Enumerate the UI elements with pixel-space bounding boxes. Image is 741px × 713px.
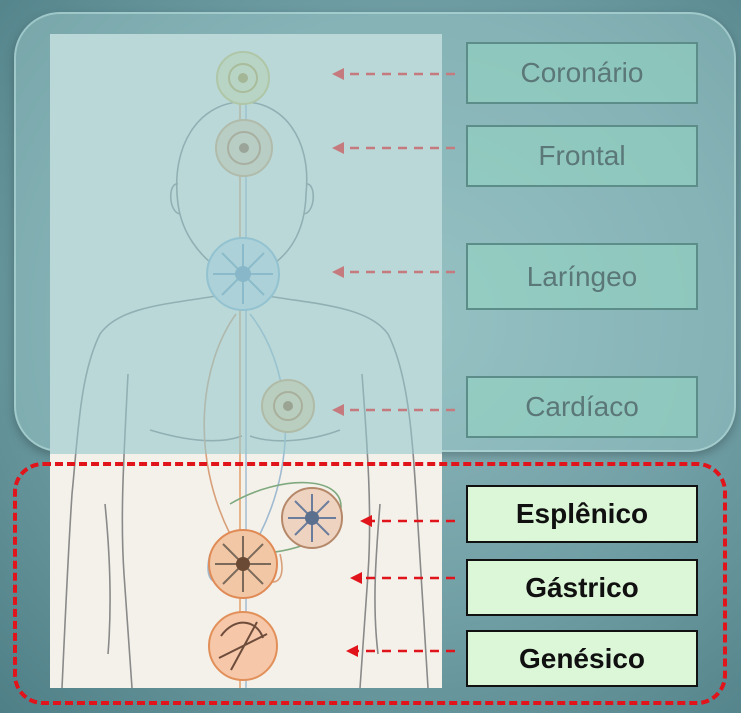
arrowhead-laringeo: [332, 266, 344, 278]
label-laringeo: Laríngeo: [466, 243, 698, 310]
label-cardiaco: Cardíaco: [466, 376, 698, 438]
label-esplenico: Esplênico: [466, 485, 698, 543]
label-frontal: Frontal: [466, 125, 698, 187]
arrowhead-frontal: [332, 142, 344, 154]
label-gastrico: Gástrico: [466, 559, 698, 616]
arrowhead-cardiaco: [332, 404, 344, 416]
arrowhead-esplenico: [360, 515, 372, 527]
arrowhead-genesico: [346, 645, 358, 657]
label-genesico: Genésico: [466, 630, 698, 687]
arrowhead-coronario: [332, 68, 344, 80]
label-coronario: Coronário: [466, 42, 698, 104]
arrowhead-gastrico: [350, 572, 362, 584]
